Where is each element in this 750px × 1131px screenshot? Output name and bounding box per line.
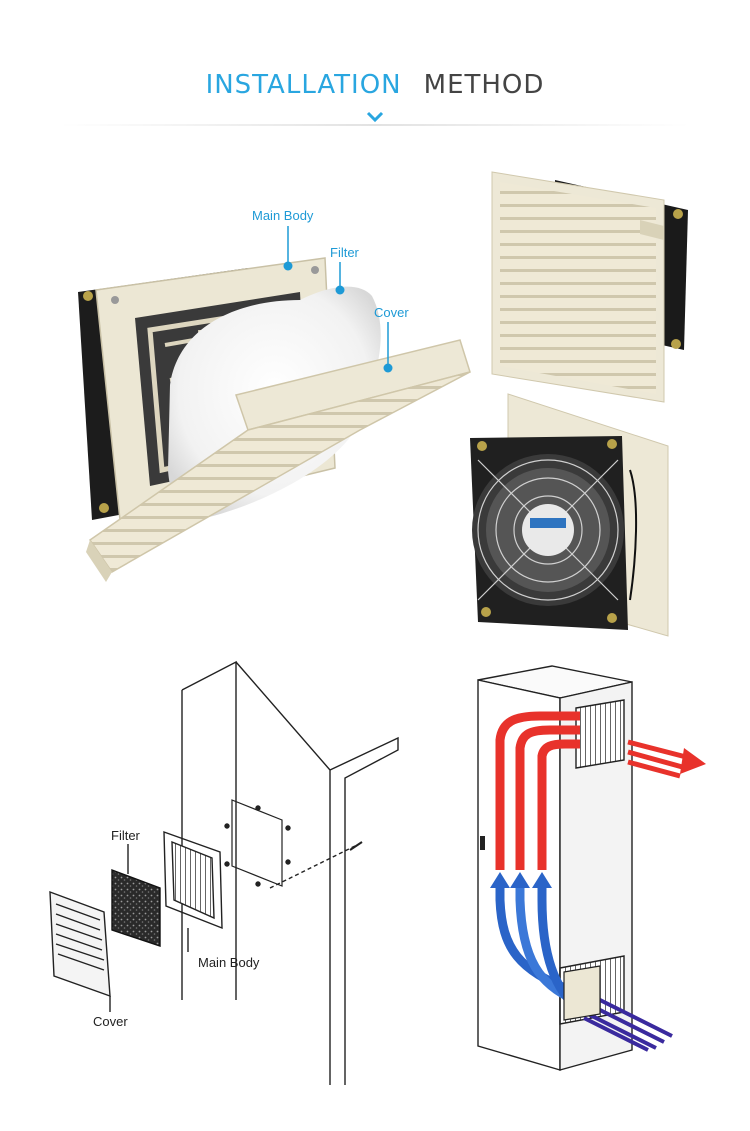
screw [83,291,93,301]
airflow-diagram [477,665,706,1071]
label-main-body-photo: Main Body [252,208,314,223]
label-cover-diagram: Cover [93,1014,128,1029]
fan-on-frame-photo [470,393,669,637]
callout-dot [335,285,345,295]
section-title: INSTALLATION METHOD [0,70,750,100]
label-main-body-diagram: Main Body [198,955,260,970]
label-filter-photo: Filter [330,245,359,260]
label-cover-photo: Cover [374,305,409,320]
label-filter-diagram: Filter [111,828,140,843]
installation-line-drawing [49,660,399,1085]
title-word-installation: INSTALLATION [205,70,402,100]
exploded-filter-photo [78,226,471,582]
chevron-down-icon [366,111,384,123]
screw [99,503,109,513]
hot-air-flow [495,711,706,870]
title-divider [60,124,690,126]
assembled-front-photo [491,171,688,403]
callout-dot [383,363,393,373]
title-word-method: METHOD [423,70,545,100]
outlet-grill [575,699,625,769]
callout-dot [283,261,293,271]
